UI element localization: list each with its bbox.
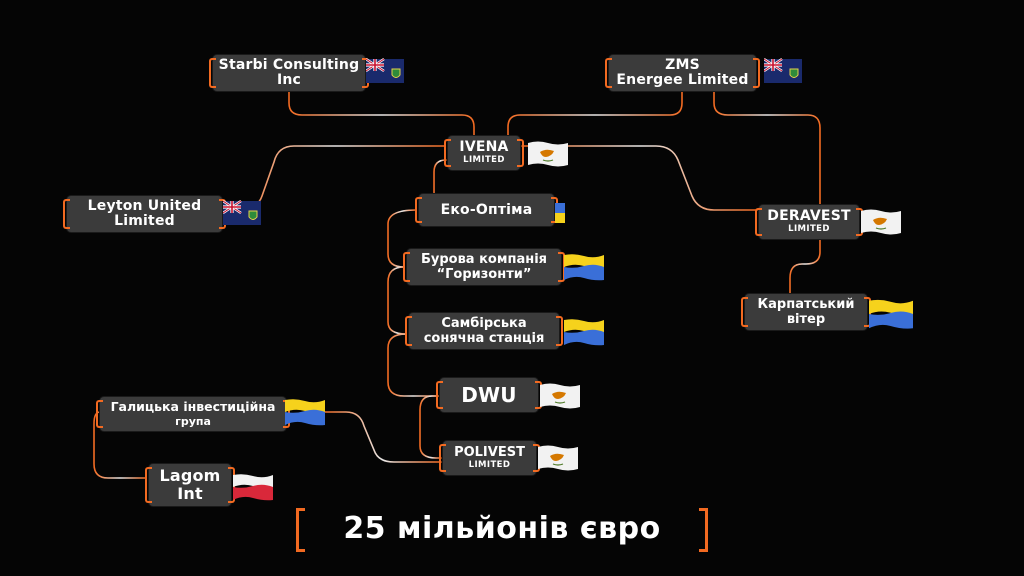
- link-dwu-polivest: [419, 395, 442, 459]
- ukraine-flag-icon: [564, 254, 604, 281]
- node-zms-line1: ZMS: [665, 57, 700, 73]
- node-halytska-line1: Галицька інвестиційна: [110, 399, 276, 414]
- node-lagom-line1: Lagom: [159, 466, 221, 485]
- node-ivena-limited: IVENA LIMITED: [444, 136, 524, 170]
- node-dwu-line1: DWU: [461, 383, 517, 407]
- node-starbi-consulting: Starbi Consulting Inc: [209, 55, 369, 91]
- node-deravest-line2: LIMITED: [788, 224, 830, 234]
- node-leyton-line1: Leyton United: [87, 198, 202, 214]
- link-burova-sambirska: [387, 266, 407, 335]
- ukraine-flag-icon: [869, 299, 913, 329]
- node-starbi-line1: Starbi Consulting: [218, 57, 360, 73]
- node-karpatskyi-viter: Карпатський вітер: [741, 294, 871, 330]
- node-burova-line1: Бурова компанія: [420, 252, 548, 267]
- node-ivena-line1: IVENA: [459, 139, 509, 155]
- right-bracket: [699, 508, 708, 552]
- cyprus-flag-icon: [538, 445, 578, 471]
- link-starbi-ivena: [288, 91, 475, 137]
- node-burova-line2: “Горизонти”: [436, 267, 532, 282]
- ukraine-flag-icon: [285, 399, 325, 426]
- poland-flag-icon: [233, 474, 273, 501]
- node-sambirska-line2: сонячна станція: [423, 331, 545, 346]
- left-bracket: [296, 508, 305, 552]
- node-karpatskyi-line1: Карпатський: [757, 297, 855, 312]
- link-eko-burova: [387, 209, 417, 268]
- cyprus-flag-icon: [540, 383, 580, 409]
- total-amount-banner: 25 мільйонів євро: [296, 508, 708, 552]
- node-halytska-hrupa: Галицька інвестиційна група: [96, 397, 290, 431]
- bvi-flag-icon: [366, 58, 404, 83]
- total-amount-text: 25 мільйонів євро: [343, 510, 661, 546]
- node-halytska-line2: група: [175, 415, 211, 428]
- node-sambirska-line1: Самбірська: [441, 316, 527, 331]
- node-dwu: DWU: [436, 378, 542, 412]
- link-ivena-eko: [433, 159, 447, 195]
- link-zms-deravest: [713, 91, 821, 205]
- bvi-flag-icon: [764, 58, 802, 83]
- node-lagom-line2: Int: [177, 484, 203, 503]
- node-polivest-limited: POLIVEST LIMITED: [439, 441, 540, 475]
- node-leyton-united: Leyton United Limited: [63, 196, 226, 232]
- node-polivest-line2: LIMITED: [468, 460, 511, 470]
- node-zms-energee: ZMS Energee Limited: [605, 55, 760, 91]
- ukraine-flag-icon: [555, 203, 565, 223]
- node-starbi-line2: Inc: [276, 72, 302, 88]
- node-polivest-line1: POLIVEST: [454, 445, 525, 460]
- cyprus-flag-icon: [528, 141, 568, 167]
- node-deravest-line1: DERAVEST: [767, 208, 851, 224]
- link-zms-ivena: [507, 91, 683, 137]
- node-lagom-int: Lagom Int: [145, 464, 235, 506]
- node-eko-line1: Еко-Оптіма: [440, 201, 533, 218]
- link-sambirska-dwu: [387, 333, 439, 397]
- node-burova-kompaniia: Бурова компанія “Горизонти”: [403, 249, 565, 285]
- node-deravest-limited: DERAVEST LIMITED: [755, 205, 863, 239]
- node-leyton-line2: Limited: [114, 213, 175, 229]
- node-ivena-line2: LIMITED: [463, 155, 505, 165]
- node-karpatskyi-line2: вітер: [786, 312, 826, 327]
- link-ivena-deravest: [521, 145, 758, 211]
- node-zms-line2: Energee Limited: [616, 72, 749, 88]
- cyprus-flag-icon: [861, 209, 901, 235]
- ukraine-flag-icon: [564, 319, 604, 346]
- node-eko-optima: Еко-Оптіма: [415, 194, 558, 226]
- link-deravest-karpatskyi: [789, 237, 821, 297]
- node-sambirska-stantsiia: Самбірська сонячна станція: [405, 313, 563, 349]
- bvi-flag-icon: [223, 200, 261, 225]
- link-halytska-polivest: [323, 411, 442, 463]
